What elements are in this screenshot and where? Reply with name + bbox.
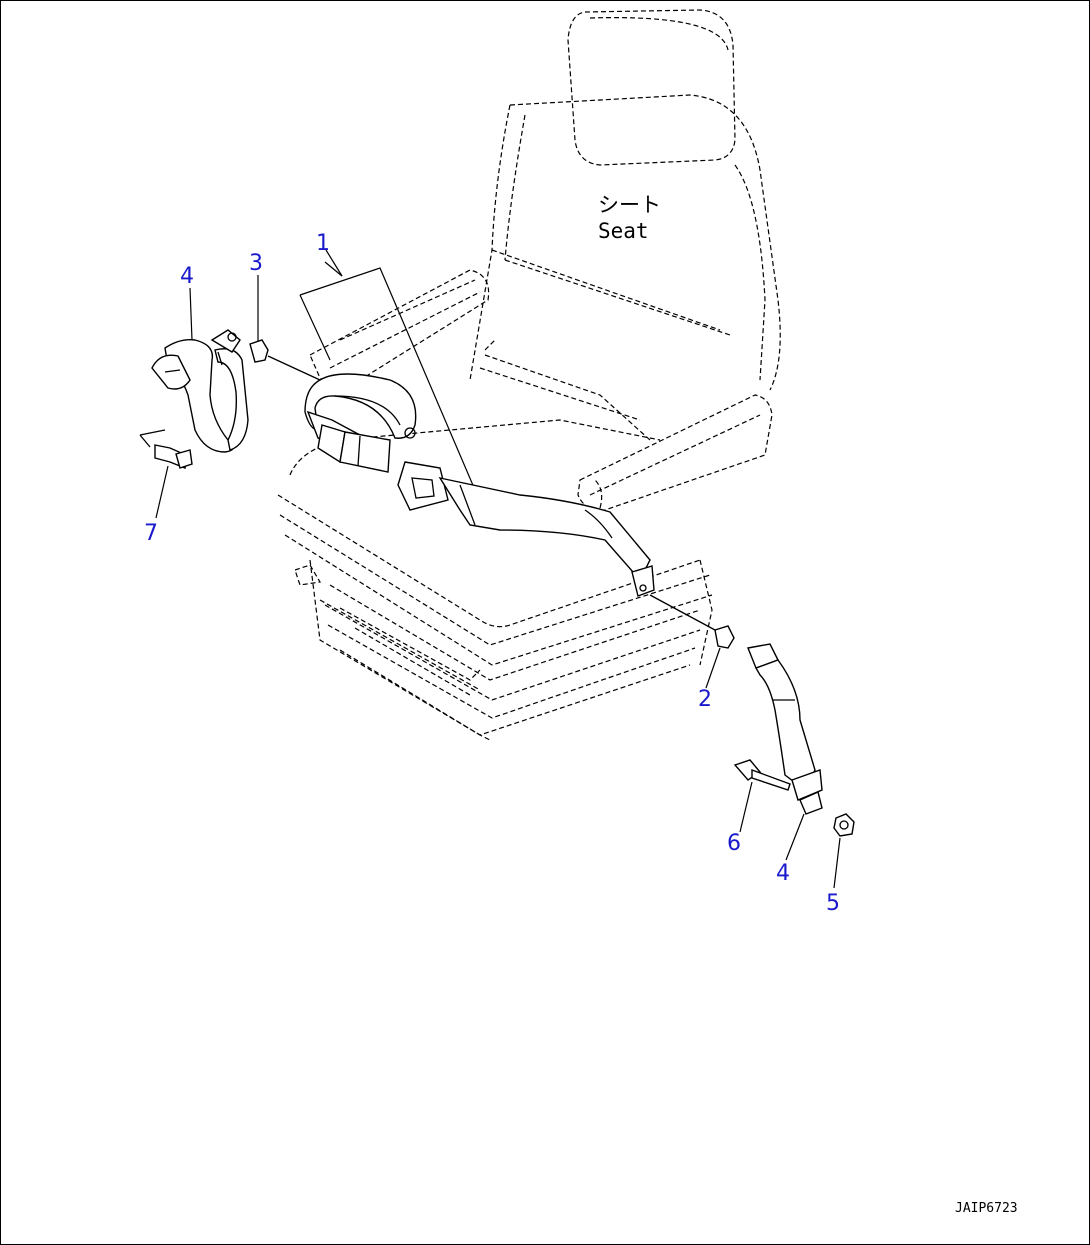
seat-label-japanese: シート [598,193,661,217]
right-nut [833,813,855,837]
callout-3: 3 [249,251,263,276]
seat-belt-assembly [304,373,655,597]
callout-leaders [155,249,841,889]
drawing-code: JAIP6723 [955,1201,1018,1216]
callout-6: 6 [727,831,741,856]
callout-2: 2 [698,687,712,712]
seat-label-english: Seat [598,219,649,243]
item1-leader-box [299,261,476,491]
callout-4-left: 4 [180,264,194,289]
right-collar [649,594,735,649]
left-anchor-strap [151,329,249,453]
callout-5: 5 [826,891,840,916]
right-anchor-strap [747,643,823,815]
seat-outline [277,9,781,741]
callout-1: 1 [316,231,330,256]
right-bolt [733,759,791,791]
left-collar [249,339,321,381]
left-bolt [139,429,193,469]
callout-7: 7 [144,521,158,546]
callout-4-right: 4 [776,861,790,886]
